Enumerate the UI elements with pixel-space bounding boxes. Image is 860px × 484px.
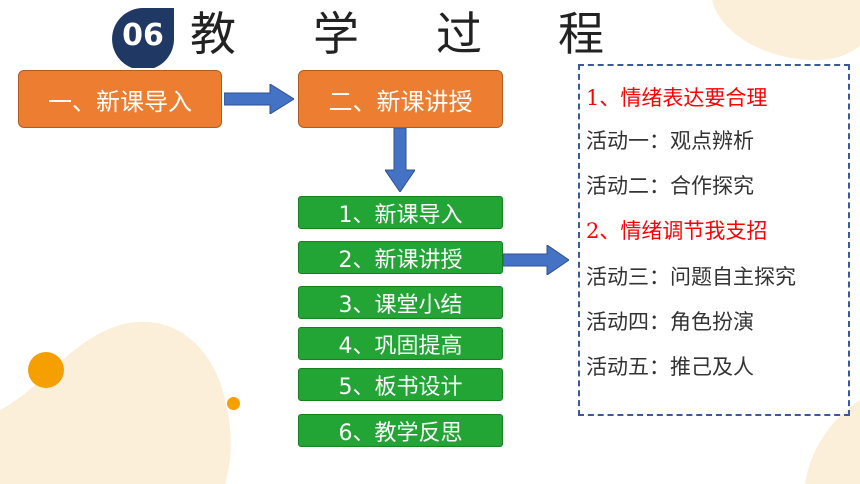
page-title-char-1: 教 [190,7,236,61]
accent-dot-small [227,397,240,410]
panel-activity-2: 活动二：合作探究 [586,174,754,198]
sub-step-5: 5、板书设计 [298,368,503,401]
arrow-right-icon [224,84,294,114]
decor-blob-bottom-right [805,400,860,484]
accent-dot-large [28,352,64,388]
sub-step-4: 4、巩固提高 [298,327,503,360]
decor-blob-top-right [712,0,860,61]
arrow-down-icon [385,128,415,192]
page-title-char-3: 过 [436,7,482,61]
sub-step-2: 2、新课讲授 [298,241,503,274]
section-number-badge [112,8,175,68]
sub-step-6: 6、教学反思 [298,414,503,447]
page-title-char-2: 学 [313,7,359,61]
panel-activity-4: 活动四：角色扮演 [586,310,754,334]
panel-heading-1: 1、情绪表达要合理 [586,86,768,110]
arrow-right-icon-2 [503,245,569,275]
panel-activity-1: 活动一：观点辨析 [586,129,754,153]
panel-activity-3: 活动三：问题自主探究 [586,265,796,289]
panel-activity-5: 活动五：推己及人 [586,355,754,379]
panel-heading-2: 2、情绪调节我支招 [586,219,768,243]
page-title-char-4: 程 [558,7,604,61]
activity-panel [578,64,850,416]
sub-step-3: 3、课堂小结 [298,286,503,319]
decor-blob-bottom-left [0,321,231,484]
flow-step-two: 二、新课讲授 [298,70,503,128]
sub-step-1: 1、新课导入 [298,196,503,229]
flow-step-one: 一、新课导入 [18,70,222,128]
section-number: 06 [122,18,164,53]
